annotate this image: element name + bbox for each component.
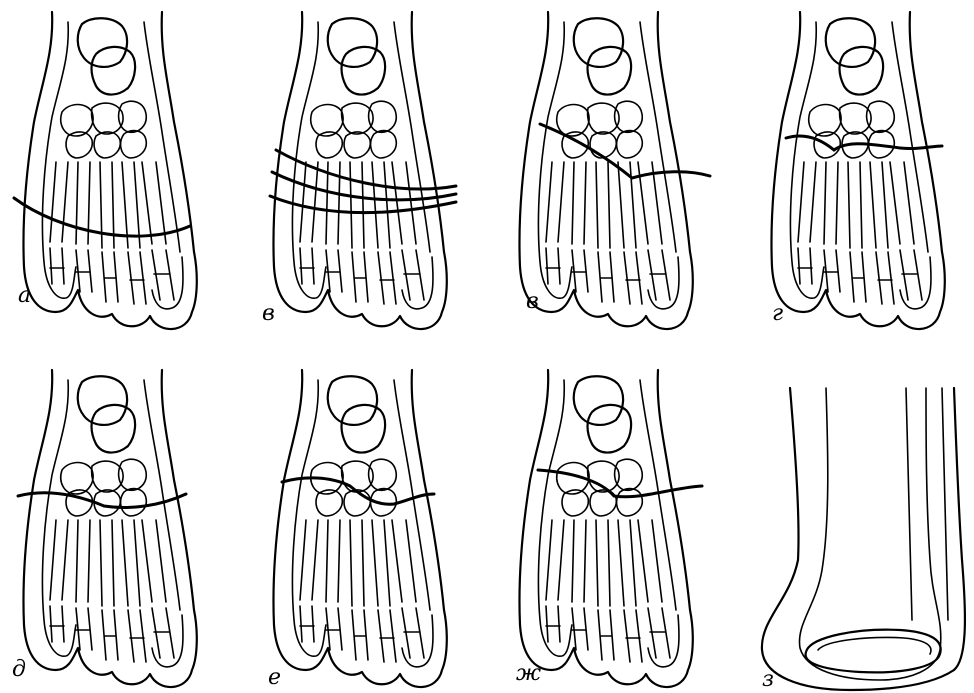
panel-label-e: е — [268, 665, 281, 690]
panel-zh: ж — [516, 370, 702, 687]
panel-label-zh: ж — [516, 661, 541, 686]
panel-label-a: а — [18, 283, 31, 308]
panel-z: з — [762, 388, 965, 692]
panel-label-b: в — [262, 301, 275, 326]
panel-label-g: г — [772, 301, 783, 326]
panel-label-z: з — [762, 667, 774, 692]
panel-label-v: в — [526, 289, 539, 314]
heel-stump-drawing — [762, 388, 965, 690]
panel-e: е — [268, 370, 447, 690]
panel-b: в — [262, 12, 456, 329]
amputation-line-b2 — [272, 172, 456, 200]
panel-a: а — [14, 12, 197, 329]
amputation-line-g — [786, 136, 942, 150]
amputation-line-d — [18, 493, 186, 508]
panel-g: г — [771, 12, 944, 329]
panel-label-d: д — [12, 657, 26, 682]
panel-v: в — [519, 12, 710, 329]
panel-d: д — [12, 370, 197, 687]
